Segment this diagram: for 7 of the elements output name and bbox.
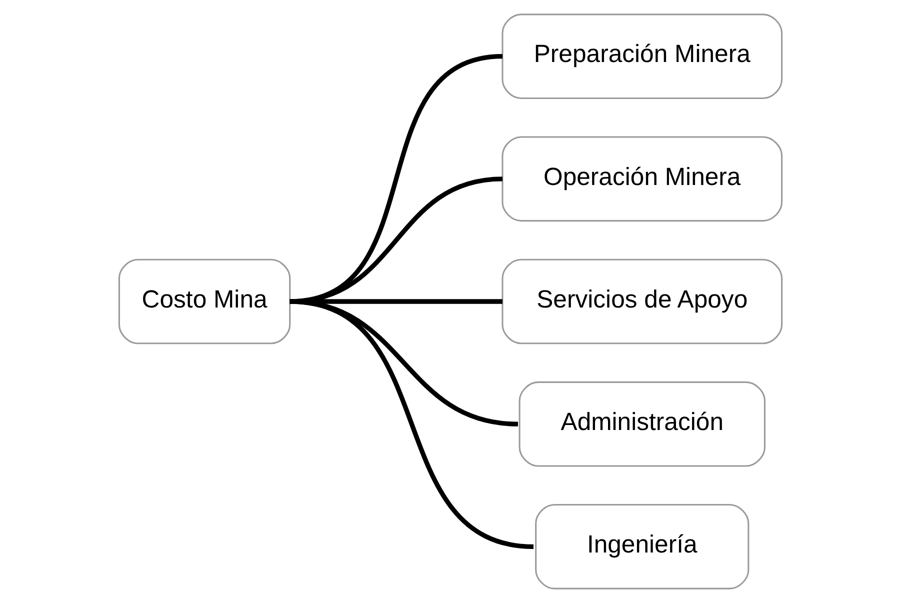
- node-box: Servicios de Apoyo: [502, 258, 783, 344]
- node-box: Costo Mina: [118, 258, 291, 344]
- node-box: Ingeniería: [535, 504, 750, 590]
- node-box: Administración: [518, 381, 766, 467]
- node-box: Preparación Minera: [502, 14, 783, 99]
- connector: [290, 299, 534, 549]
- node-box: Operación Minera: [502, 136, 783, 222]
